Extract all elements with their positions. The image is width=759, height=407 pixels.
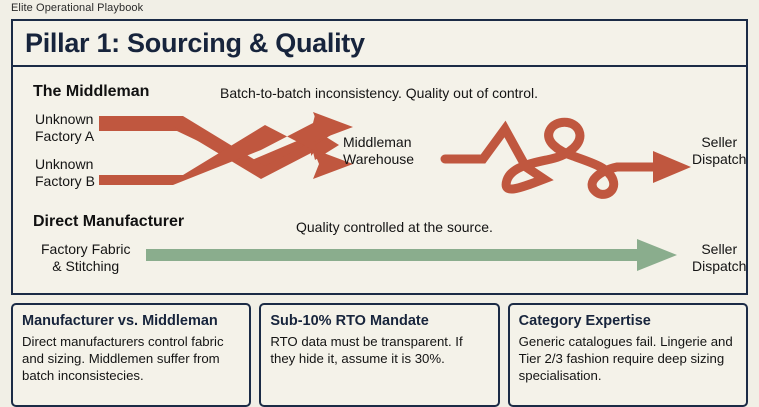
card-category-expertise: Category Expertise Generic catalogues fa… <box>507 303 748 407</box>
node-unknown-factory-a-line2: Factory A <box>35 128 95 144</box>
node-factory-fabric-stitching: Factory Fabric & Stitching <box>41 241 130 275</box>
node-factory-fabric-stitching-line1: Factory Fabric <box>41 241 131 257</box>
tangled-flow-to-seller <box>440 117 668 199</box>
arrow-factory-b-to-warehouse <box>99 115 339 185</box>
card-manufacturer-vs-middleman-body: Direct manufacturers control fabric and … <box>22 334 224 383</box>
node-unknown-factory-a-line1: Unknown <box>35 111 94 127</box>
middleman-heading: The Middleman <box>33 83 150 100</box>
card-category-expertise-body: Generic catalogues fail. Lingerie and Ti… <box>518 334 733 383</box>
card-sub-10-rto-mandate: Sub-10% RTO Mandate RTO data must be tra… <box>259 303 500 407</box>
middleman-crossing-arrows <box>99 121 323 170</box>
arrow-factory-a-to-warehouse <box>99 116 339 179</box>
node-middleman-warehouse: Middleman Warehouse <box>343 134 414 168</box>
node-seller-dispatch-middleman: Seller Dispatch <box>692 134 746 168</box>
card-sub-10-rto-mandate-body: RTO data must be transparent. If they hi… <box>270 334 463 366</box>
page-title: Pillar 1: Sourcing & Quality <box>25 27 365 58</box>
node-unknown-factory-a: Unknown Factory A <box>35 111 94 145</box>
pillar-title-panel: Pillar 1: Sourcing & Quality <box>11 19 748 67</box>
insight-cards-row: Manufacturer vs. Middleman Direct manufa… <box>11 303 748 407</box>
node-factory-fabric-stitching-line2: & Stitching <box>52 258 120 274</box>
node-middleman-warehouse-line2: Warehouse <box>343 151 415 167</box>
direct-flow-arrow <box>146 239 677 271</box>
node-seller-dispatch-direct-line2: Dispatch <box>692 258 747 274</box>
arrowhead-seller-dispatch-middleman <box>653 151 691 183</box>
node-seller-dispatch-direct-line1: Seller <box>701 241 738 257</box>
node-seller-dispatch-middleman-line2: Dispatch <box>692 151 747 167</box>
card-manufacturer-vs-middleman: Manufacturer vs. Middleman Direct manufa… <box>11 303 252 407</box>
card-sub-10-rto-mandate-title: Sub-10% RTO Mandate <box>270 313 429 329</box>
direct-manufacturer-caption: Quality controlled at the source. <box>296 219 493 235</box>
node-seller-dispatch-direct: Seller Dispatch <box>692 241 746 275</box>
card-category-expertise-title: Category Expertise <box>518 313 651 329</box>
node-seller-dispatch-middleman-line1: Seller <box>701 134 738 150</box>
node-unknown-factory-b: Unknown Factory B <box>35 156 95 190</box>
playbook-kicker: Elite Operational Playbook <box>11 2 144 14</box>
card-manufacturer-vs-middleman-title: Manufacturer vs. Middleman <box>22 313 218 329</box>
node-unknown-factory-b-line2: Factory B <box>35 173 95 189</box>
direct-manufacturer-heading: Direct Manufacturer <box>33 213 185 230</box>
sourcing-diagram-panel: The Middleman Batch-to-batch inconsisten… <box>11 67 748 295</box>
node-middleman-warehouse-line1: Middleman <box>343 134 412 150</box>
middleman-caption: Batch-to-batch inconsistency. Quality ou… <box>220 85 539 101</box>
node-unknown-factory-b-line1: Unknown <box>35 156 94 172</box>
